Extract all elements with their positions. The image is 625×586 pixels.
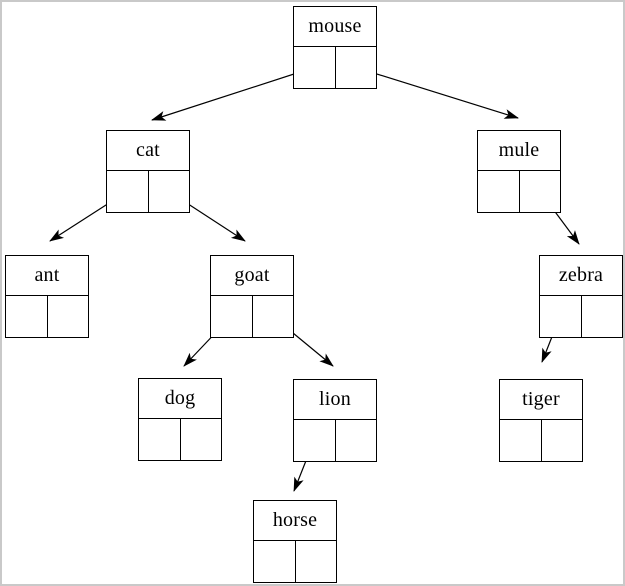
tree-node-mule: mule [477,130,561,213]
left-pointer-cell [478,171,520,212]
right-pointer-cell [542,420,583,461]
node-label: cat [107,131,189,171]
right-pointer-cell [149,171,190,212]
node-label: horse [254,501,336,541]
right-pointer-cell [582,296,623,337]
tree-node-dog: dog [138,378,222,461]
left-pointer-cell [6,296,48,337]
node-label: dog [139,379,221,419]
tree-node-horse: horse [253,500,337,583]
right-pointer-cell [48,296,89,337]
left-pointer-cell [107,171,149,212]
tree-node-goat: goat [210,255,294,338]
left-pointer-cell [294,47,336,88]
right-pointer-cell [296,541,337,582]
right-pointer-cell [520,171,561,212]
tree-node-tiger: tiger [499,379,583,462]
node-label: tiger [500,380,582,420]
left-pointer-cell [540,296,582,337]
tree-node-lion: lion [293,379,377,462]
tree-node-ant: ant [5,255,89,338]
left-pointer-cell [139,419,181,460]
node-label: zebra [540,256,622,296]
left-pointer-cell [294,420,336,461]
left-pointer-cell [211,296,253,337]
node-label: ant [6,256,88,296]
node-label: lion [294,380,376,420]
right-pointer-cell [253,296,294,337]
node-label: mule [478,131,560,171]
left-pointer-cell [500,420,542,461]
node-label: goat [211,256,293,296]
node-label: mouse [294,7,376,47]
right-pointer-cell [336,420,377,461]
right-pointer-cell [336,47,377,88]
right-pointer-cell [181,419,222,460]
tree-node-cat: cat [106,130,190,213]
left-pointer-cell [254,541,296,582]
tree-node-zebra: zebra [539,255,623,338]
tree-node-mouse: mouse [293,6,377,89]
